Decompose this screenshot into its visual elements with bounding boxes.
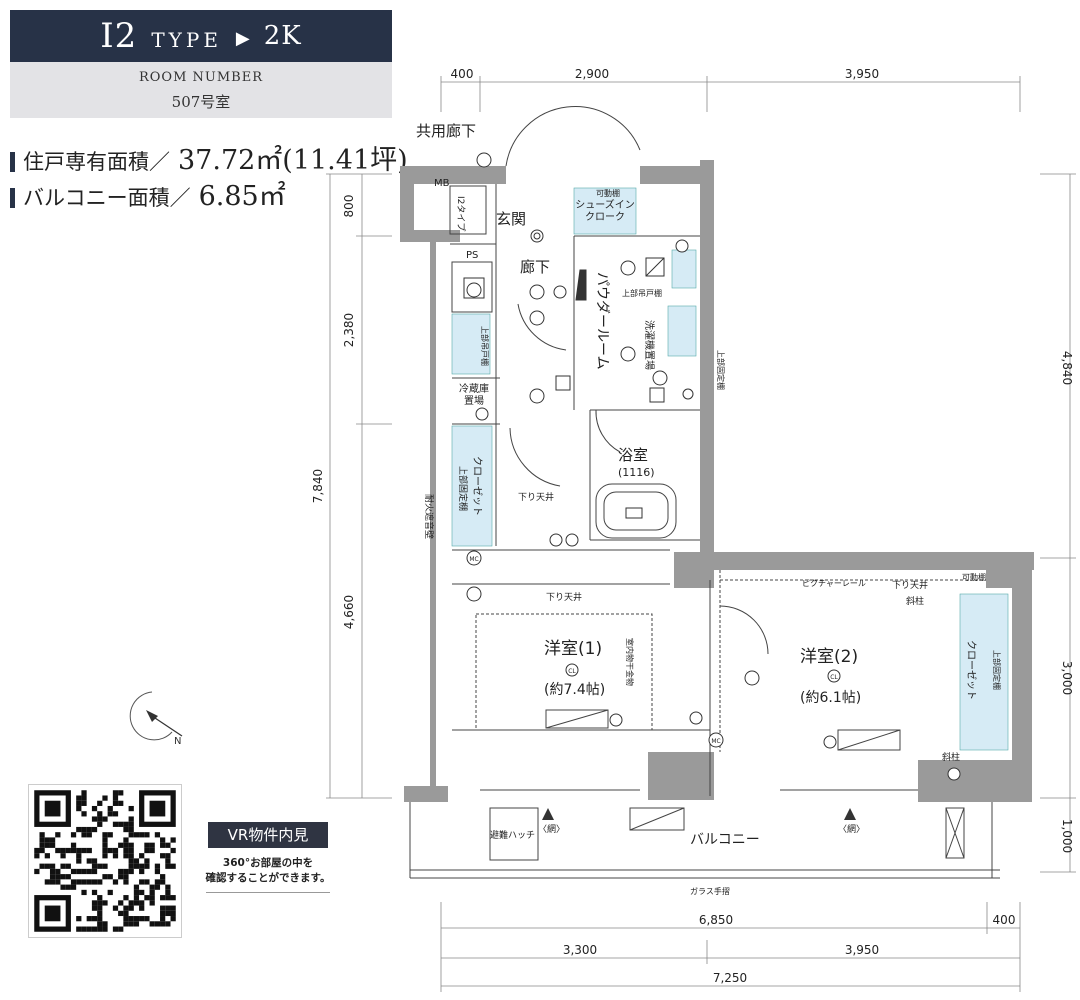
- dim-left-2: 2,380: [342, 313, 356, 347]
- label-cl-2: CL: [830, 674, 838, 681]
- label-closet1-b: クローゼット: [471, 456, 483, 516]
- label-mb-type: I2タイプ: [455, 196, 466, 231]
- label-upper-fixed-v: 上部固定棚: [716, 350, 726, 390]
- vr-divider: [206, 892, 330, 893]
- label-fire-wall: 耐火遮音壁: [423, 494, 435, 539]
- type-word: TYPE: [151, 28, 222, 52]
- outlet-icon: [475, 152, 961, 781]
- label-roka: 廊下: [520, 258, 550, 276]
- label-pillar-2: 斜柱: [942, 751, 960, 763]
- dim-left-total: 7,840: [311, 469, 325, 503]
- dim-top-1: 400: [451, 67, 474, 81]
- dim-left-1: 800: [342, 195, 356, 218]
- room-number-label: ROOM NUMBER: [138, 70, 264, 85]
- layout-label: 2K: [263, 21, 302, 51]
- balcony-area-label: バルコニー面積／: [23, 186, 191, 210]
- vr-note: 360°お部屋の中を 確認することができます。: [200, 856, 336, 886]
- dim-top-3: 3,950: [845, 67, 879, 81]
- label-mc-2: MC: [711, 738, 720, 745]
- dim-right-3: 1,000: [1060, 819, 1074, 853]
- label-indoor-dryer: 室内物干金物: [625, 638, 635, 686]
- balcony-area-value: 6.85㎡: [198, 181, 286, 212]
- label-drop-ceiling-2: 下り天井: [546, 591, 582, 603]
- label-genkan: 玄関: [496, 210, 526, 228]
- label-balcony: バルコニー: [690, 832, 760, 848]
- label-hatch: 避難ハッチ: [490, 829, 535, 841]
- vr-note-line1: 360°お部屋の中を: [222, 857, 314, 869]
- label-room1-size: (約7.4帖): [544, 682, 605, 698]
- label-common-corridor: 共用廊下: [416, 122, 476, 140]
- label-shoes-in-top: 可動棚: [596, 188, 620, 198]
- label-drop-ceiling-3: 下り天井: [892, 579, 928, 591]
- dim-bottom-3: 3,300: [563, 943, 597, 957]
- label-movable-shelf: 可動棚: [962, 572, 986, 582]
- qr-code-icon[interactable]: [28, 784, 182, 938]
- dim-bottom-2: 400: [993, 913, 1016, 927]
- label-closet2-b: クローゼット: [965, 640, 977, 700]
- label-mb: MB: [434, 178, 450, 189]
- label-net-2: 〈網〉: [838, 823, 865, 835]
- label-upper-cabinet: 上部吊戸棚: [622, 288, 662, 298]
- label-shoes-in: シューズイン: [575, 198, 635, 211]
- dim-top-2: 2,900: [575, 67, 609, 81]
- private-area-line: 住戸専有面積／ 37.72㎡(11.41坪): [10, 138, 408, 177]
- dim-left-3: 4,660: [342, 595, 356, 629]
- label-washer: 洗濯機置場: [643, 320, 656, 370]
- label-room2: 洋室(2): [800, 647, 858, 667]
- dim-bottom-4: 3,950: [845, 943, 879, 957]
- balcony-area-line: バルコニー面積／ 6.85㎡: [10, 174, 286, 213]
- label-room1: 洋室(1): [544, 639, 602, 659]
- label-powder: パウダールーム: [594, 272, 610, 370]
- compass-icon: N: [129, 691, 183, 747]
- label-fridge-1: 冷蔵庫: [459, 382, 489, 395]
- light-icon: [466, 229, 760, 686]
- dim-bottom-1: 6,850: [699, 913, 733, 927]
- dim-right-2: 3,000: [1060, 661, 1074, 695]
- label-glass-rail: ガラス手摺: [690, 886, 730, 896]
- type-banner: I2 TYPE ▶ 2K: [10, 10, 392, 62]
- type-code: I2: [100, 16, 138, 56]
- label-drop-ceiling: 下り天井: [518, 491, 554, 503]
- private-area-label: 住戸専有面積／: [23, 150, 170, 174]
- label-upper-cabinet-v: 上部吊戸棚: [480, 326, 490, 366]
- label-net-1: 〈網〉: [538, 823, 565, 835]
- label-room2-size: (約6.1帖): [800, 690, 861, 706]
- dim-right-1: 4,840: [1060, 351, 1074, 385]
- dim-bottom-total: 7,250: [713, 971, 747, 985]
- label-pillar-1: 斜柱: [906, 595, 924, 607]
- label-fridge-2: 置場: [464, 394, 484, 407]
- vr-badge[interactable]: VR物件内見: [208, 822, 328, 848]
- private-area-value: 37.72㎡(11.41坪): [178, 145, 408, 176]
- label-shoes-in-2: クローク: [585, 211, 625, 223]
- room-number-box: ROOM NUMBER 507号室: [10, 62, 392, 118]
- label-bath-size: (1116): [618, 466, 655, 479]
- label-cl-1: CL: [568, 668, 576, 675]
- label-closet2-a: 上部固定棚: [992, 650, 1002, 690]
- arrow-right-icon: ▶: [235, 27, 250, 49]
- label-closet1-a: 上部固定棚: [457, 466, 469, 511]
- label-ps: PS: [466, 250, 478, 261]
- svg-text:N: N: [174, 736, 181, 747]
- vr-note-line2: 確認することができます。: [205, 872, 331, 884]
- label-mc-1: MC: [469, 556, 478, 563]
- label-bath: 浴室: [618, 446, 648, 464]
- room-number: 507号室: [171, 93, 231, 111]
- label-picture-rail: ピクチャーレール: [802, 579, 866, 588]
